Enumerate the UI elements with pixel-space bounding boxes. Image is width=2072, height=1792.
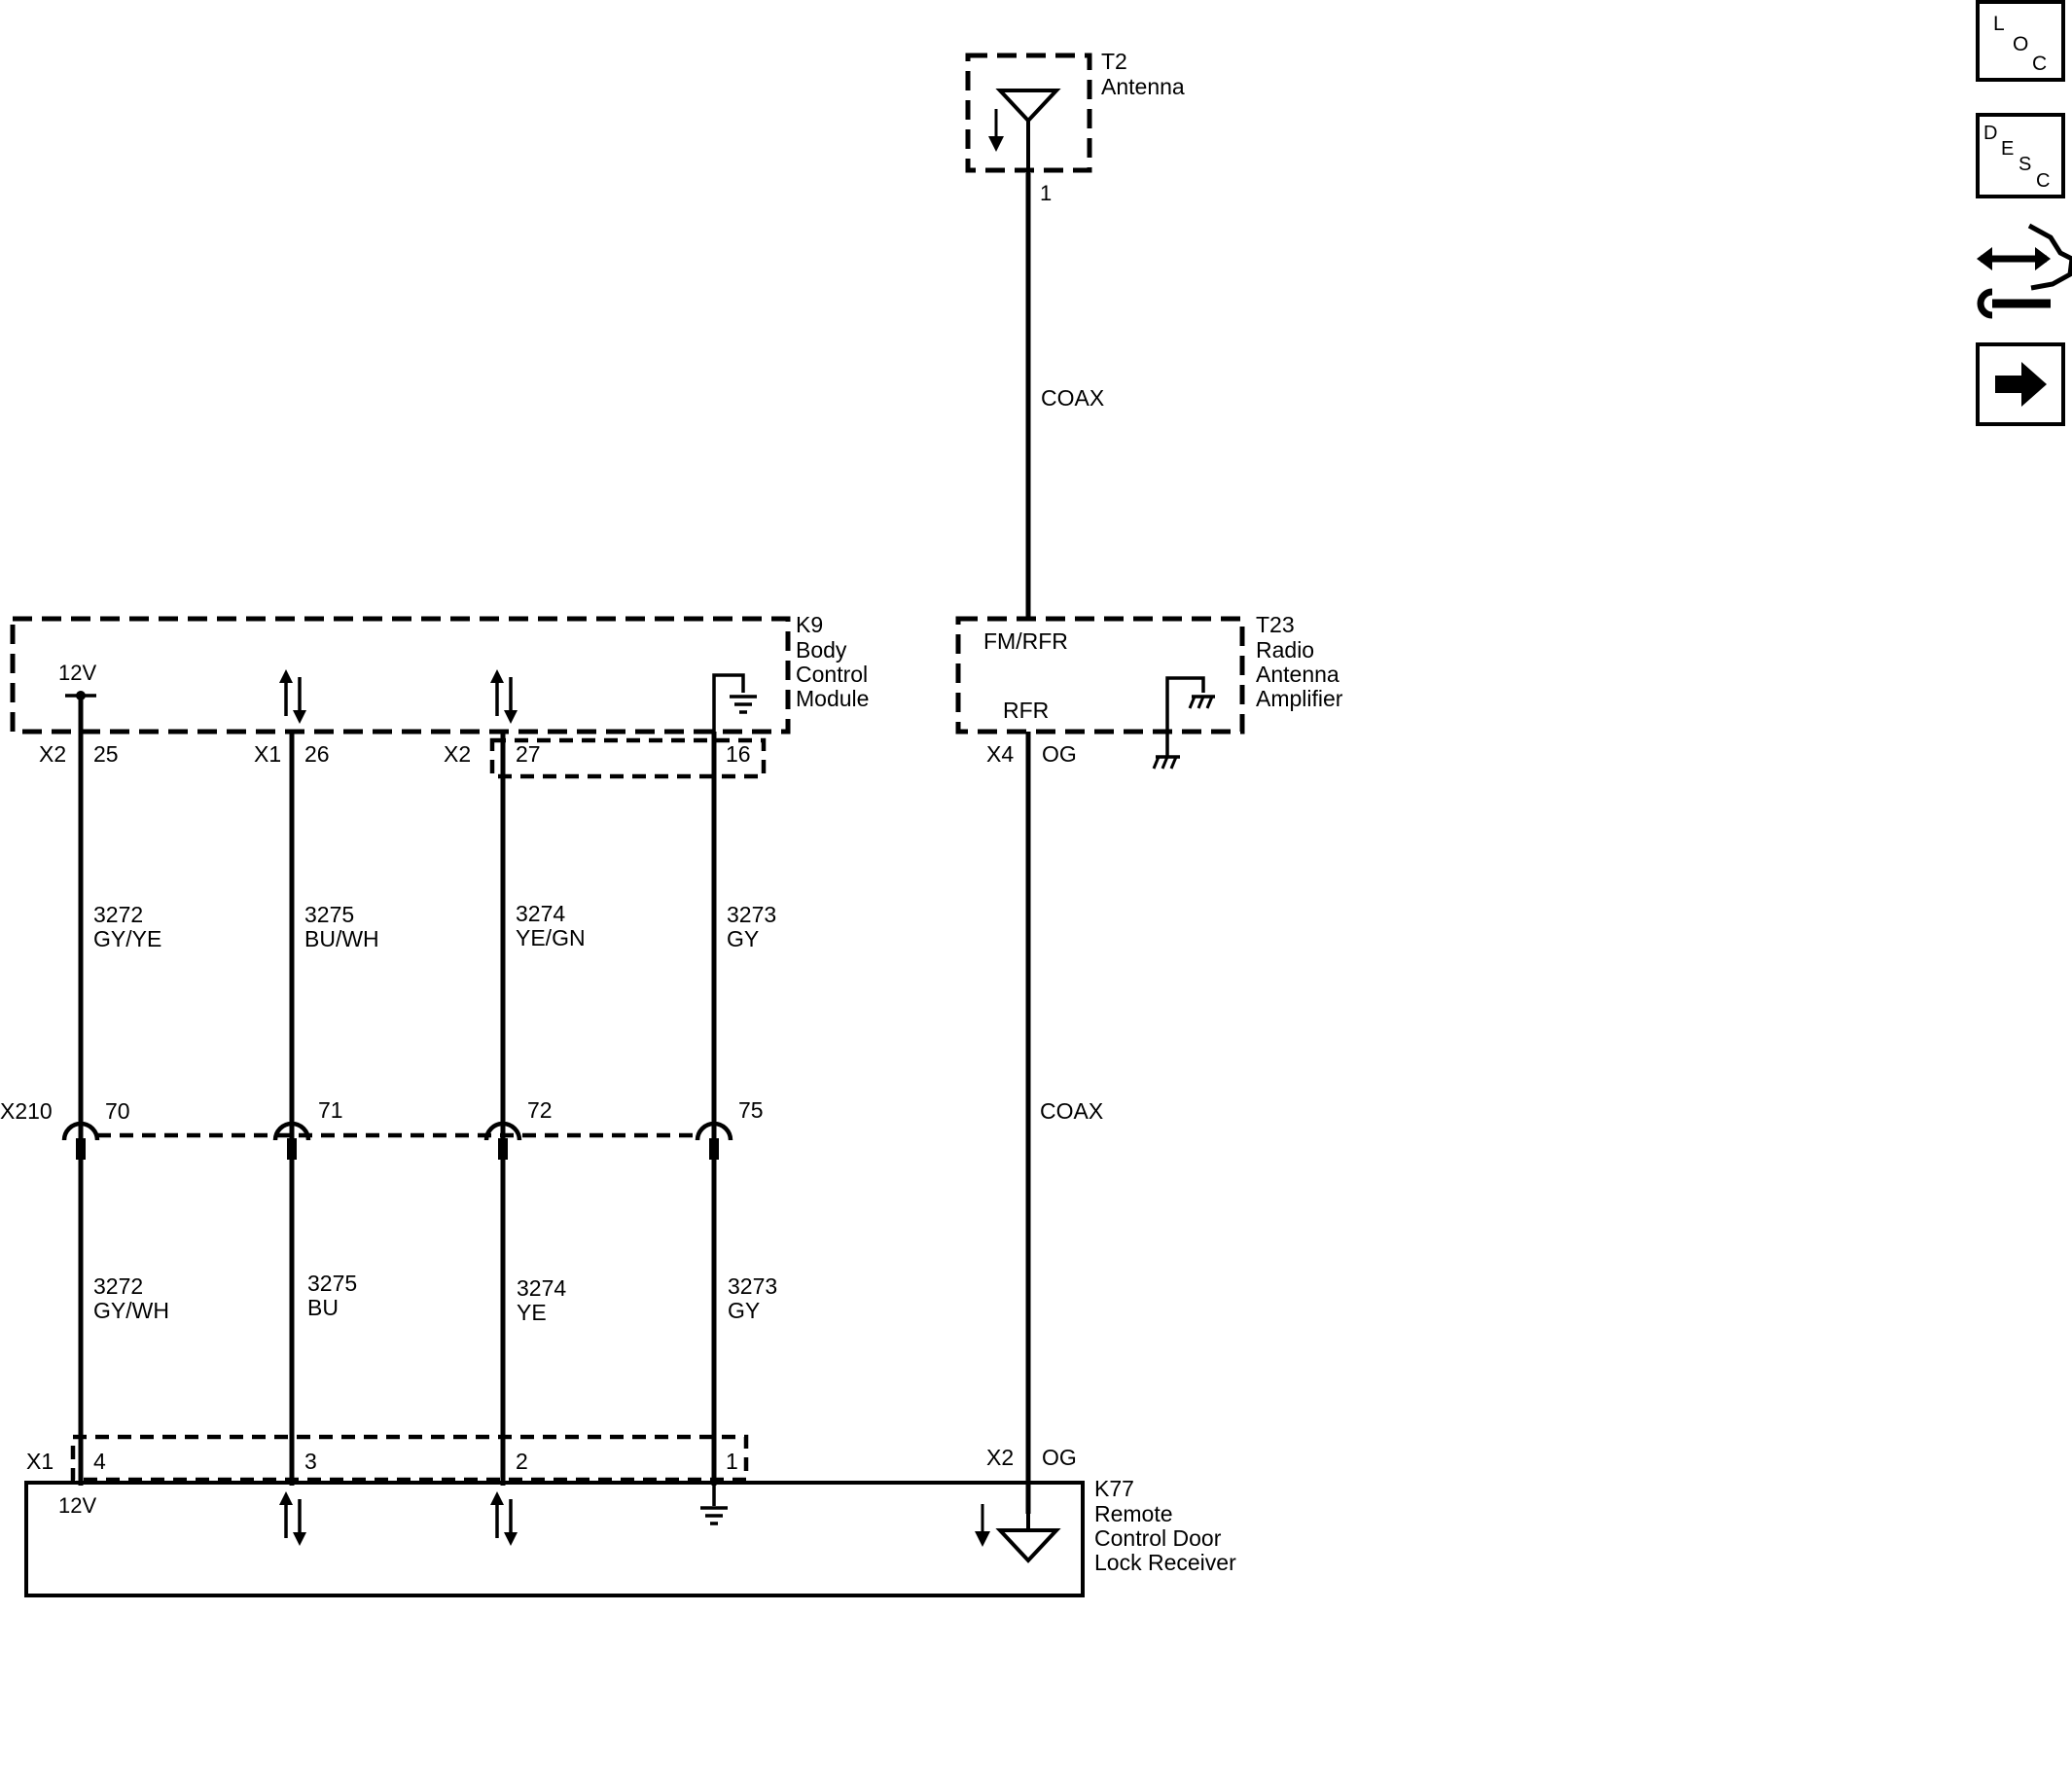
wire-lower-4-color: GY bbox=[728, 1298, 760, 1323]
wire-lower-3-circuit: 3274 bbox=[517, 1275, 566, 1301]
inline-connector-ref: X210 bbox=[0, 1098, 53, 1124]
wire-upper-1-circuit: 3272 bbox=[93, 902, 143, 927]
bidirectional-arrow-icon bbox=[488, 667, 519, 726]
wire-lower-2-circuit: 3275 bbox=[307, 1271, 357, 1296]
ground-icon bbox=[700, 1483, 728, 1525]
inline-pin-2: 71 bbox=[318, 1097, 343, 1123]
antenna-icon bbox=[975, 1504, 1061, 1563]
connector-wrench-icon[interactable] bbox=[1977, 223, 2072, 319]
wire-upper-1-color: GY/YE bbox=[93, 926, 161, 951]
inline-pin-4: 75 bbox=[738, 1097, 764, 1123]
receiver-antenna-connector: X2 bbox=[986, 1445, 1014, 1470]
loc-button[interactable]: L O C bbox=[1976, 0, 2065, 82]
inline-connector-x210: X210 70 71 72 75 bbox=[0, 1097, 764, 1160]
antenna-component: T2 Antenna 1 bbox=[965, 49, 1185, 205]
loc-letter-1: L bbox=[1993, 13, 2005, 35]
wire-lower-1-color: GY/WH bbox=[93, 1298, 169, 1323]
wire-upper-4-color: GY bbox=[727, 926, 759, 951]
amplifier-pin: OG bbox=[1042, 741, 1077, 767]
wire-lower-2-color: BU bbox=[307, 1295, 339, 1320]
antenna-name: Antenna bbox=[1101, 74, 1185, 99]
connector-terminal bbox=[483, 1121, 522, 1160]
bidirectional-arrow-icon bbox=[277, 1489, 308, 1548]
bcm-pin-3: 27 bbox=[516, 741, 541, 767]
bcm-supply-label: 12V bbox=[58, 661, 96, 685]
bcm-pin-1: 25 bbox=[93, 741, 119, 767]
desc-button[interactable]: D E S C bbox=[1976, 113, 2065, 198]
amplifier-inner-bottom: RFR bbox=[1003, 698, 1049, 723]
wire-upper-3-circuit: 3274 bbox=[516, 901, 565, 926]
wire-lower-3-color: YE bbox=[517, 1300, 547, 1325]
coax-label-lower: COAX bbox=[1040, 1098, 1103, 1124]
connector-terminal bbox=[272, 1121, 311, 1160]
next-button[interactable] bbox=[1976, 342, 2065, 426]
amplifier-connector: X4 bbox=[986, 741, 1014, 767]
wire-lower-4-circuit: 3273 bbox=[728, 1273, 777, 1299]
bcm-ref: K9 bbox=[796, 612, 823, 637]
chassis-ground-icon bbox=[1165, 676, 1215, 715]
receiver-pin-2: 3 bbox=[304, 1449, 317, 1474]
receiver-pin-1: 4 bbox=[93, 1449, 106, 1474]
bcm-name-2: Control bbox=[796, 662, 868, 687]
receiver-antenna-pin: OG bbox=[1042, 1445, 1077, 1470]
desc-letter-3: S bbox=[2018, 154, 2031, 175]
loc-letter-2: O bbox=[2013, 33, 2028, 55]
inline-pin-1: 70 bbox=[105, 1098, 130, 1124]
desc-letter-2: E bbox=[2001, 138, 2014, 160]
side-icon-bar: L O C D E S C bbox=[1976, 0, 2072, 426]
desc-letter-1: D bbox=[1983, 123, 1997, 144]
wire-upper-2-color: BU/WH bbox=[304, 926, 379, 951]
arrow-right-icon bbox=[1995, 362, 2047, 407]
bidirectional-arrow-icon bbox=[277, 667, 308, 726]
bcm-connector-1: X2 bbox=[39, 741, 66, 767]
amplifier-inner-top: FM/RFR bbox=[983, 628, 1068, 654]
bcm-name-3: Module bbox=[796, 686, 869, 711]
bidirectional-arrow-icon bbox=[488, 1489, 519, 1548]
amplifier-ref: T23 bbox=[1256, 612, 1295, 637]
bcm-pin-2: 26 bbox=[304, 741, 330, 767]
receiver-ref: K77 bbox=[1094, 1476, 1134, 1501]
receiver-supply-label: 12V bbox=[58, 1493, 96, 1518]
antenna-pin: 1 bbox=[1040, 181, 1052, 205]
wire-upper-3-color: YE/GN bbox=[516, 925, 586, 950]
chassis-ground-outside-icon bbox=[1152, 715, 1180, 770]
receiver-component: X1 4 3 2 1 X2 OG 12V K77 Remote Control … bbox=[24, 1434, 1236, 1597]
wire-upper-4-circuit: 3273 bbox=[727, 902, 776, 927]
wire-lower-1-circuit: 3272 bbox=[93, 1273, 143, 1299]
antenna-ref: T2 bbox=[1101, 49, 1127, 74]
wire-upper-2-circuit: 3275 bbox=[304, 902, 354, 927]
amplifier-name-1: Radio bbox=[1256, 637, 1314, 663]
loc-letter-3: C bbox=[2032, 53, 2047, 75]
inline-pin-3: 72 bbox=[527, 1097, 553, 1123]
connector-terminal bbox=[61, 1121, 100, 1160]
receiver-name-1: Remote bbox=[1094, 1501, 1173, 1526]
receiver-pin-3: 2 bbox=[516, 1449, 528, 1474]
antenna-icon bbox=[988, 89, 1061, 173]
bcm-connector-2: X1 bbox=[254, 741, 281, 767]
receiver-pin-4: 1 bbox=[726, 1449, 738, 1474]
ground-icon bbox=[712, 673, 757, 732]
receiver-name-3: Lock Receiver bbox=[1094, 1550, 1236, 1575]
coax-label-upper: COAX bbox=[1041, 385, 1104, 411]
connector-terminal bbox=[695, 1121, 733, 1160]
amplifier-component: FM/RFR RFR T23 Radio Antenna Amplifier X… bbox=[955, 612, 1343, 770]
receiver-connector: X1 bbox=[26, 1449, 54, 1474]
amplifier-name-2: Antenna bbox=[1256, 662, 1340, 687]
receiver-name-2: Control Door bbox=[1094, 1525, 1222, 1551]
bcm-component: K9 Body Control Module 12V X2 25 X1 26 X… bbox=[10, 612, 869, 779]
bcm-connector-3: X2 bbox=[444, 741, 471, 767]
desc-letter-4: C bbox=[2036, 170, 2050, 192]
bcm-name-1: Body bbox=[796, 637, 847, 663]
amplifier-name-3: Amplifier bbox=[1256, 686, 1343, 711]
bcm-pin-4: 16 bbox=[726, 741, 751, 767]
